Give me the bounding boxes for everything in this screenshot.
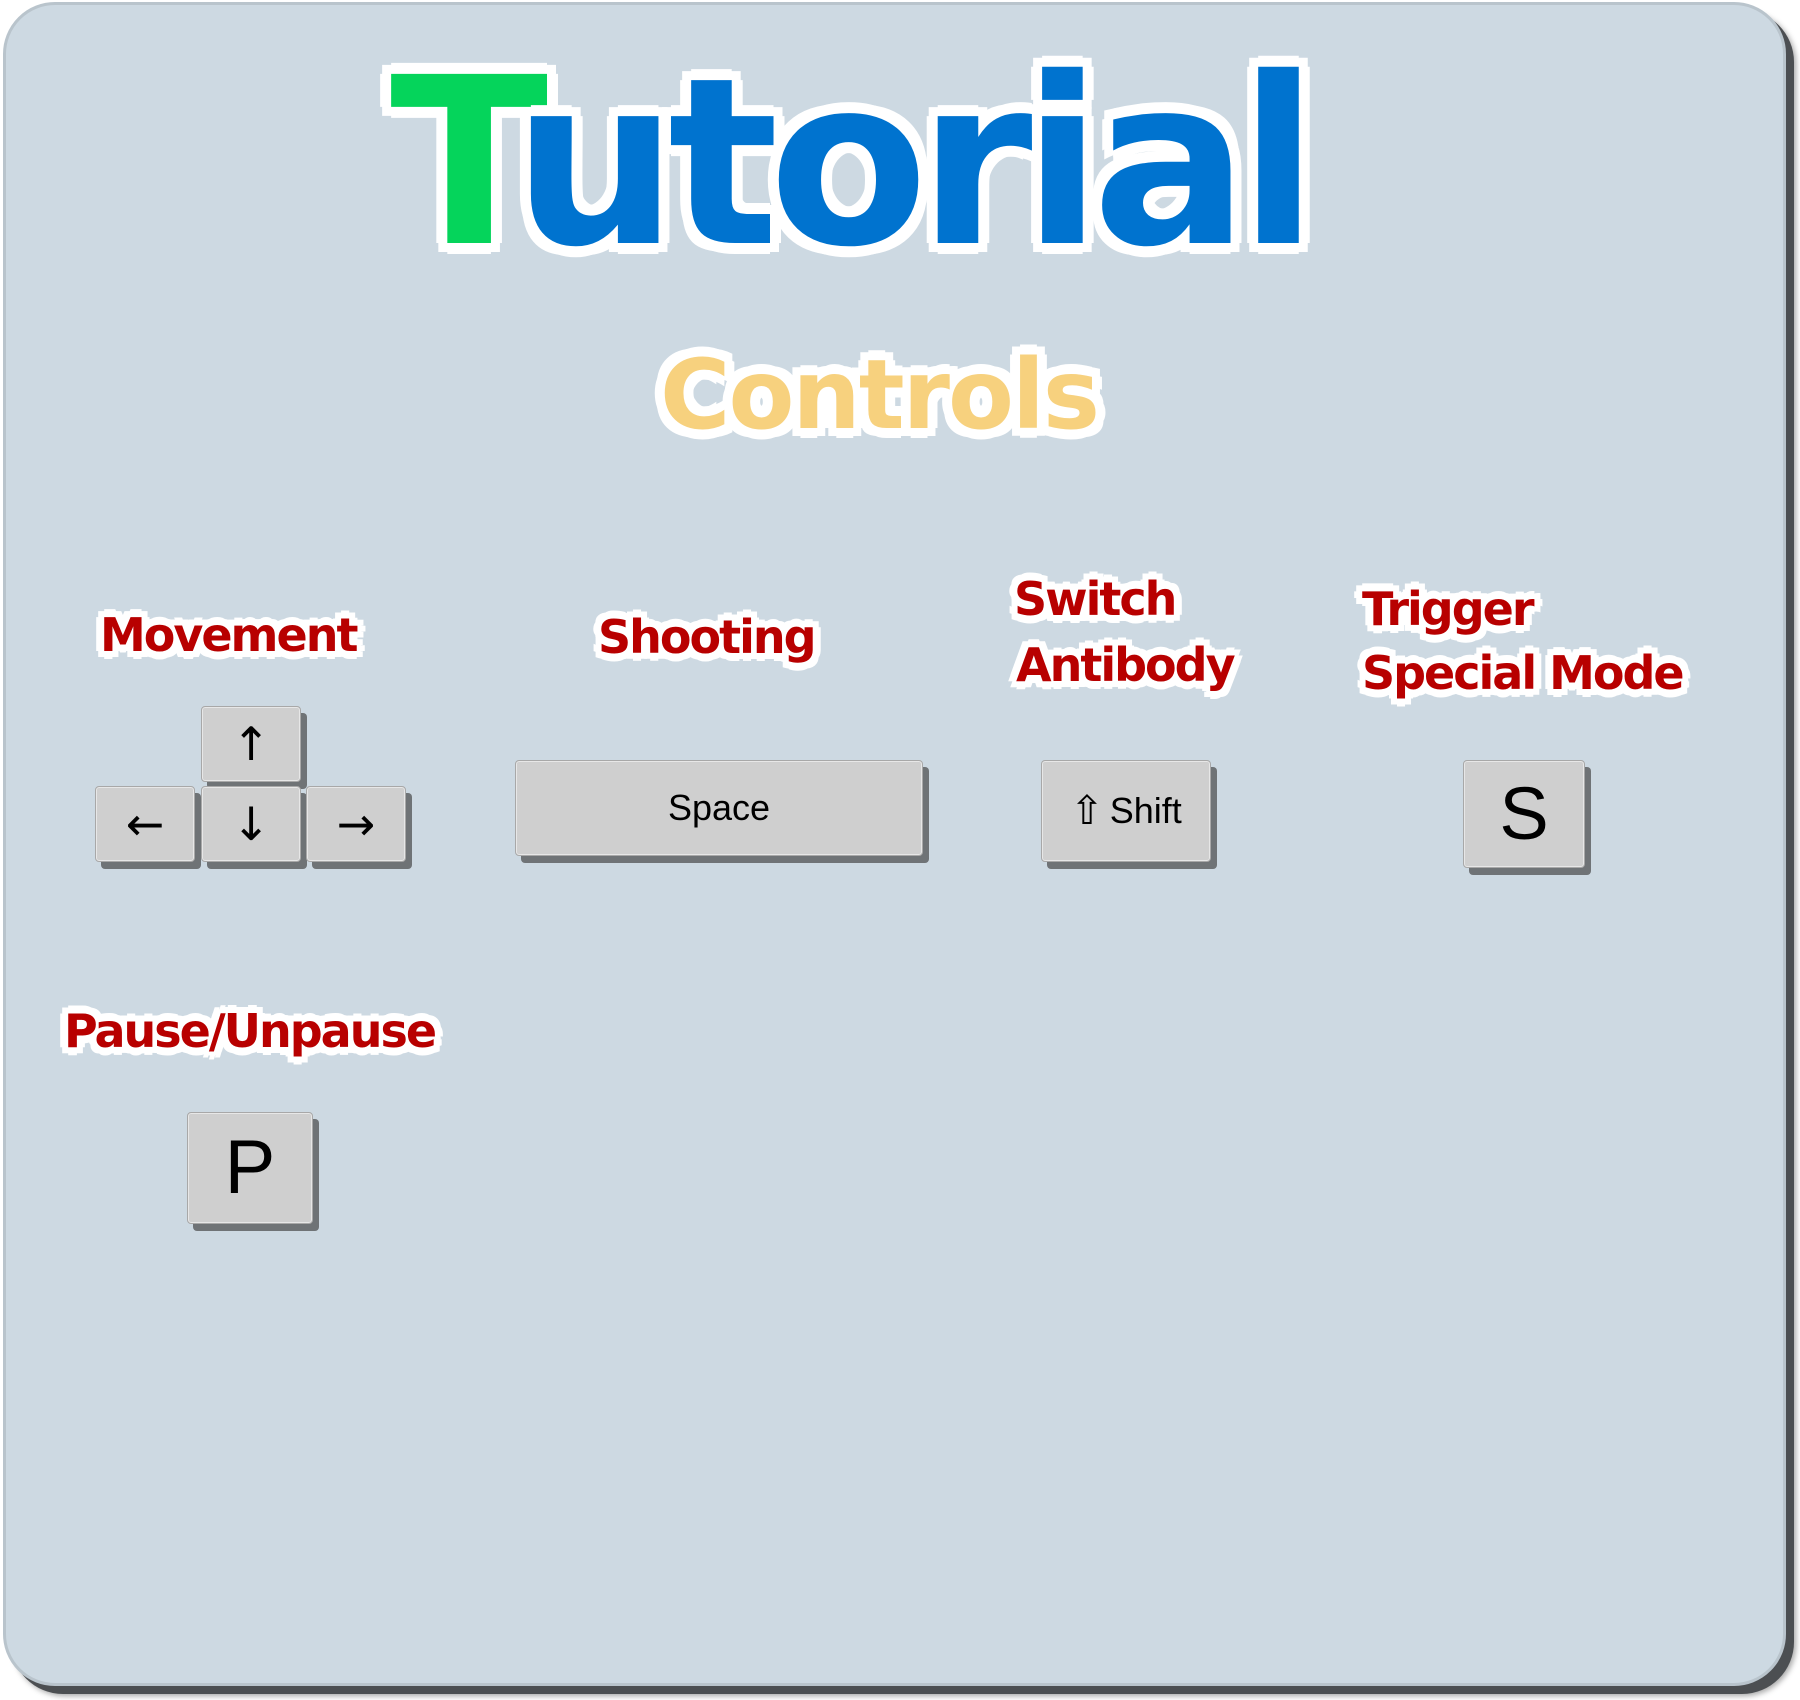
switch-label-line2: Antibody xyxy=(1014,636,1238,694)
p-key: P xyxy=(187,1112,313,1224)
arrow-down-icon: ↓ xyxy=(231,797,271,851)
special-mode-label-line2: Special Mode xyxy=(1360,644,1687,702)
shift-arrow-icon: ⇧ xyxy=(1070,788,1104,834)
shift-key: ⇧ Shift xyxy=(1041,760,1211,862)
arrow-down-key: ↓ xyxy=(201,786,301,862)
shooting-label: Shooting xyxy=(596,608,819,666)
arrow-left-key: ← xyxy=(95,786,195,862)
special-mode-label-line1: Trigger xyxy=(1360,580,1537,638)
space-key-label: Space xyxy=(667,787,771,828)
arrow-up-icon: ↑ xyxy=(231,717,271,771)
movement-label: Movement xyxy=(98,606,360,664)
arrow-right-key: → xyxy=(306,786,406,862)
title-first-letter: T xyxy=(387,28,526,298)
tutorial-title: Tutorial xyxy=(387,44,1410,282)
shift-key-label: Shift xyxy=(1109,790,1182,831)
switch-label-line1: Switch xyxy=(1012,570,1179,628)
title-rest: utorial xyxy=(510,28,1321,298)
s-key: S xyxy=(1463,760,1585,868)
controls-heading: Controls xyxy=(658,338,1102,452)
pause-label: Pause/Unpause xyxy=(62,1002,439,1060)
arrow-up-key: ↑ xyxy=(201,706,301,782)
arrow-left-icon: ← xyxy=(125,797,165,851)
space-key: Space xyxy=(515,760,923,856)
p-key-label: P xyxy=(224,1125,276,1210)
s-key-label: S xyxy=(1499,772,1549,855)
arrow-right-icon: → xyxy=(336,797,376,851)
